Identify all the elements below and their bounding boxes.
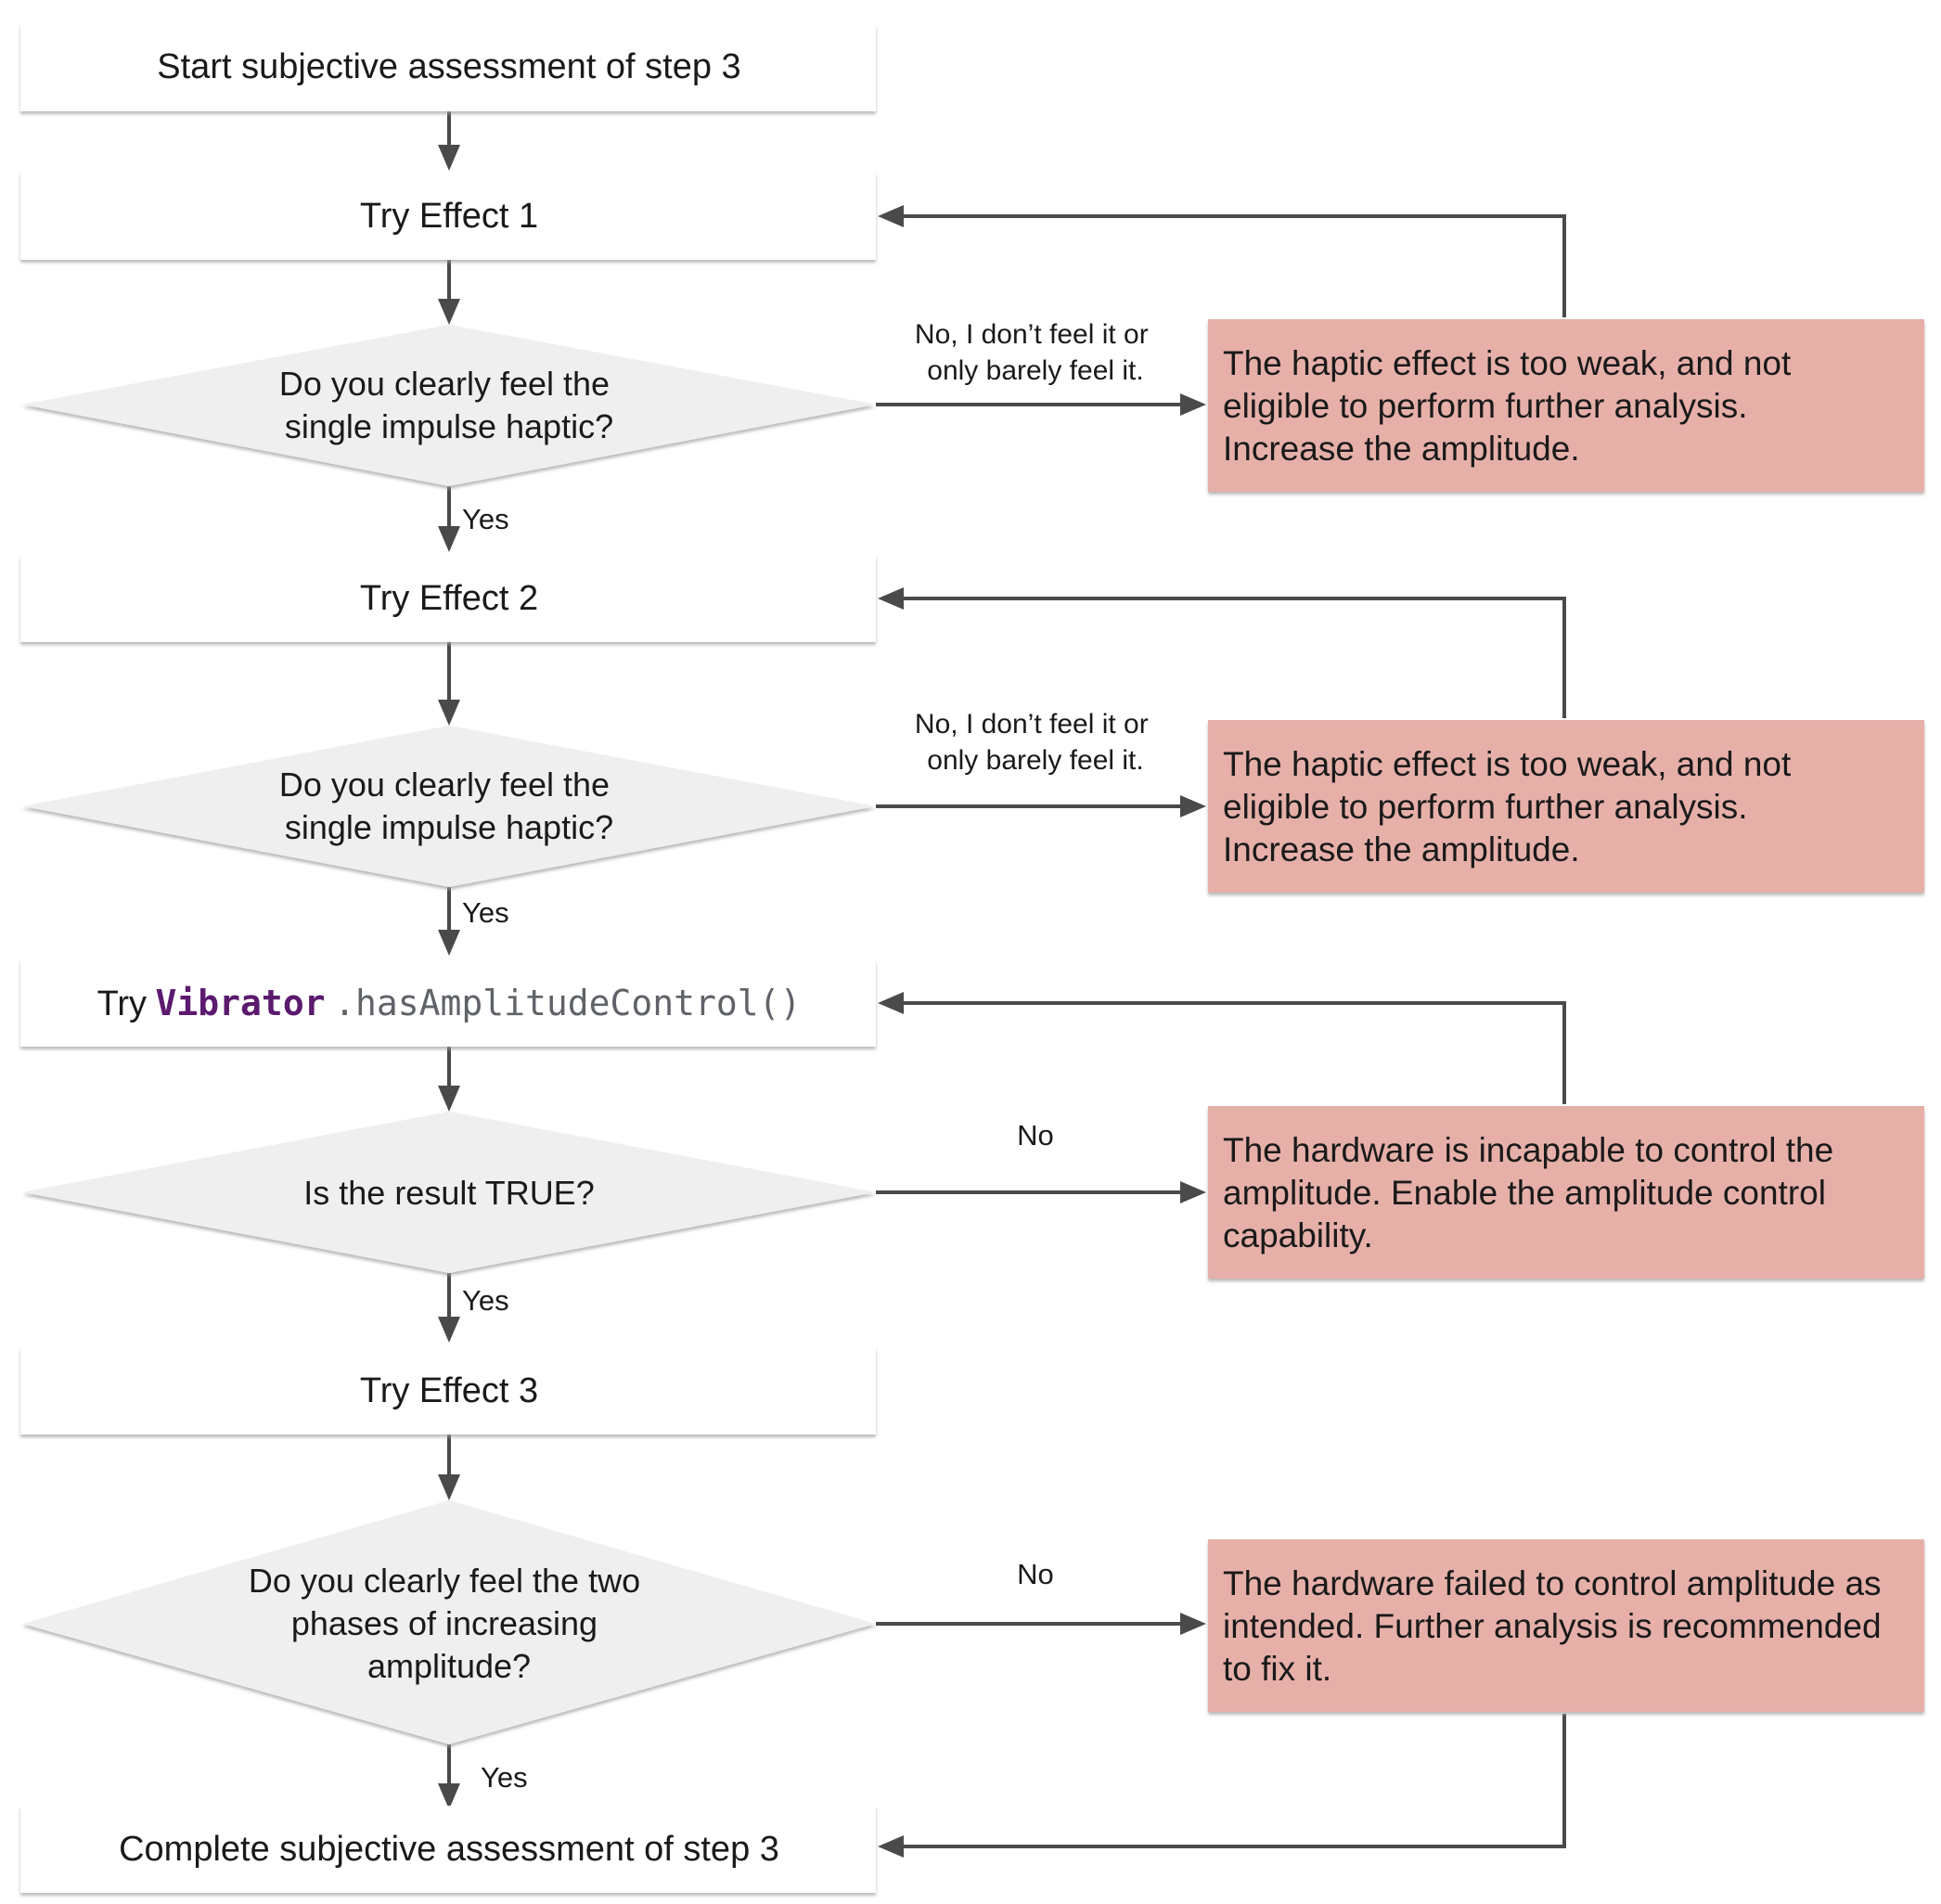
arrowhead-right xyxy=(1180,393,1206,416)
arrowhead-left xyxy=(878,205,904,227)
outcome-failed-line3: to fix it. xyxy=(1223,1650,1331,1688)
decision3-line1: Is the result TRUE? xyxy=(303,1174,594,1212)
decision1-line1: Do you clearly feel the xyxy=(279,365,610,403)
decision4-line1: Do you clearly feel the two xyxy=(249,1562,640,1600)
outcome-weak1-box xyxy=(1208,319,1924,492)
arrowhead-down xyxy=(438,299,460,325)
arrowhead-left xyxy=(878,1835,904,1858)
edge-label-no-feel-line1: No, I don’t feel it or xyxy=(915,319,1149,350)
outcome-incapable-line3: capability. xyxy=(1223,1216,1373,1254)
connector-failed-to-complete xyxy=(891,1714,1566,1848)
edge-label-no-feel-line2: only barely feel it. xyxy=(927,355,1143,386)
decision2-diamond xyxy=(22,726,876,887)
code-step-method: .hasAmplitudeControl() xyxy=(334,983,801,1023)
arrowhead-left xyxy=(878,587,904,610)
outcome-weak1-line1: The haptic effect is too weak, and not xyxy=(1223,344,1792,382)
arrowhead-down xyxy=(438,700,460,726)
decision2-line2: single impulse haptic? xyxy=(285,808,613,846)
outcome-weak2-line1: The haptic effect is too weak, and not xyxy=(1223,745,1792,783)
code-step-label: Try Vibrator .hasAmplitudeControl() xyxy=(97,983,802,1023)
edge-label-yes: Yes xyxy=(481,1761,528,1794)
decision-diamonds: Do you clearly feel the single impulse h… xyxy=(22,325,876,1744)
arrowhead-right xyxy=(1180,1181,1206,1203)
connectors xyxy=(447,111,1566,1848)
edge-label-no-feel-line2: only barely feel it. xyxy=(927,745,1143,776)
outcome-failed-box xyxy=(1208,1539,1924,1712)
edge-label-no-feel: No, I don’t feel it or only barely feel … xyxy=(915,709,1156,776)
arrowhead-down xyxy=(438,145,460,171)
connector-weak2-back-to-effect2 xyxy=(891,597,1566,718)
edge-labels: Yes Yes Yes Yes No, I don’t feel it or o… xyxy=(462,319,1156,1794)
arrowhead-down xyxy=(438,1783,460,1809)
edge-label-no: No xyxy=(1017,1558,1054,1590)
outcome-incapable-line2: amplitude. Enable the amplitude control xyxy=(1223,1174,1826,1212)
decision4-diamond xyxy=(22,1500,876,1744)
decision3-label: Is the result TRUE? xyxy=(303,1174,594,1212)
decision1-diamond xyxy=(22,325,876,486)
outcome-weak1-line3: Increase the amplitude. xyxy=(1223,430,1580,468)
decision4-line2: phases of increasing xyxy=(291,1604,598,1642)
connector-weak1-back-to-effect1 xyxy=(891,214,1566,317)
decision1-line2: single impulse haptic? xyxy=(285,407,613,445)
effect3-box xyxy=(20,1347,876,1434)
outcome-incapable-box xyxy=(1208,1106,1924,1279)
edge-label-no-feel: No, I don’t feel it or only barely feel … xyxy=(915,319,1156,386)
decision2-label: Do you clearly feel the single impulse h… xyxy=(279,765,619,846)
arrowheads xyxy=(438,145,1206,1858)
outcome-weak2-line3: Increase the amplitude. xyxy=(1223,830,1580,868)
outcome-weak1-line2: eligible to perform further analysis. xyxy=(1223,387,1748,425)
effect1-box xyxy=(20,173,876,260)
complete-box xyxy=(20,1806,876,1893)
effect2-label: Try Effect 2 xyxy=(360,579,538,618)
edge-label-yes: Yes xyxy=(462,1284,509,1317)
outcome-weak2-text: The haptic effect is too weak, and not e… xyxy=(1223,745,1801,868)
decision3-diamond xyxy=(22,1112,876,1273)
outcome-incapable-line1: The hardware is incapable to control the xyxy=(1223,1131,1833,1169)
outcome-failed-line2: intended. Further analysis is recommende… xyxy=(1223,1607,1882,1645)
outcome-failed-text: The hardware failed to control amplitude… xyxy=(1223,1564,1891,1688)
decision4-line3: amplitude? xyxy=(367,1647,531,1685)
arrowhead-down xyxy=(438,1317,460,1343)
outcome-boxes: The haptic effect is too weak, and not e… xyxy=(1208,319,1924,1712)
outcome-incapable-text: The hardware is incapable to control the… xyxy=(1223,1131,1843,1254)
decision4-label: Do you clearly feel the two phases of in… xyxy=(249,1562,649,1685)
outcome-weak1-text: The haptic effect is too weak, and not e… xyxy=(1223,344,1801,468)
connector-incapable-back-to-code-step xyxy=(891,1001,1566,1104)
arrowhead-left xyxy=(878,992,904,1014)
arrowhead-down xyxy=(438,526,460,552)
arrowhead-down xyxy=(438,1474,460,1500)
arrowhead-down xyxy=(438,930,460,956)
effect2-box xyxy=(20,555,876,642)
decision2-line1: Do you clearly feel the xyxy=(279,765,610,804)
arrowhead-down xyxy=(438,1086,460,1112)
complete-label: Complete subjective assessment of step 3 xyxy=(119,1830,779,1869)
code-step-box xyxy=(20,959,876,1047)
effect1-label: Try Effect 1 xyxy=(360,197,538,236)
edge-label-no-feel-line1: No, I don’t feel it or xyxy=(915,709,1149,740)
code-step-class: Vibrator xyxy=(156,983,326,1023)
edge-label-yes: Yes xyxy=(462,503,509,535)
code-step-prefix: Try xyxy=(97,984,147,1023)
arrowhead-right xyxy=(1180,795,1206,817)
outcome-failed-line1: The hardware failed to control amplitude… xyxy=(1223,1564,1882,1602)
effect3-label: Try Effect 3 xyxy=(360,1371,538,1410)
edge-label-yes: Yes xyxy=(462,896,509,929)
start-box xyxy=(20,24,876,111)
process-boxes: Start subjective assessment of step 3 Tr… xyxy=(20,24,876,1893)
edge-label-no: No xyxy=(1017,1119,1054,1151)
decision1-label: Do you clearly feel the single impulse h… xyxy=(279,365,619,445)
outcome-weak2-box xyxy=(1208,720,1924,893)
arrowhead-right xyxy=(1180,1613,1206,1635)
outcome-weak2-line2: eligible to perform further analysis. xyxy=(1223,788,1748,826)
start-label: Start subjective assessment of step 3 xyxy=(157,47,740,86)
